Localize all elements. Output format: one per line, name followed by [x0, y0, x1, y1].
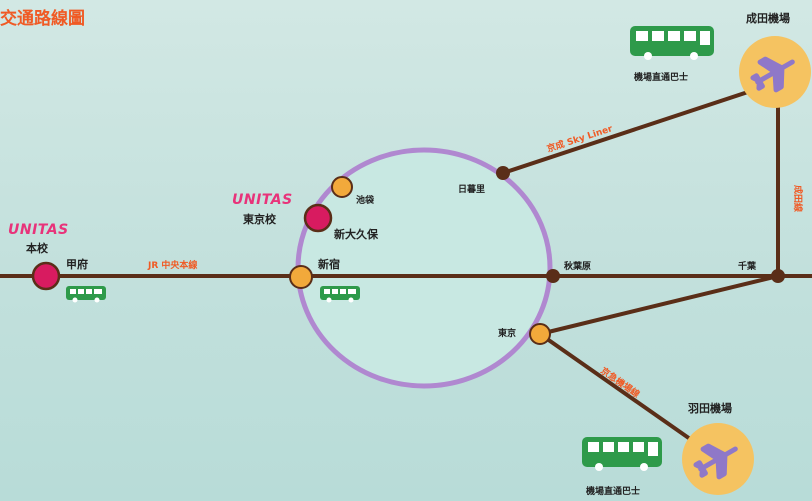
keikyu-label: 京急機場線 [598, 365, 642, 401]
narita-bus-label: 機場直通巴士 [634, 71, 688, 83]
chuo-line-label: JR 中央本線 [147, 259, 197, 271]
station-kofu-label: 甲府 [66, 257, 88, 271]
station-shinjuku-label: 新宿 [318, 257, 340, 271]
station-kofu-marker[interactable] [31, 261, 61, 291]
station-chiba-marker[interactable] [771, 269, 785, 283]
station-nippori-marker[interactable] [496, 166, 510, 180]
station-ikebukuro-label: 池袋 [356, 194, 375, 206]
airplane-icon-narita [750, 56, 795, 93]
bus-icon-kofu [66, 286, 106, 303]
unitas-logo-main: UNITAS [8, 222, 69, 238]
bus-icon-haneda [582, 437, 662, 471]
station-akihabara-marker[interactable] [546, 269, 560, 283]
campus-tokyo-label: 東京校 [243, 212, 277, 226]
station-tokyo-label: 東京 [498, 327, 516, 339]
station-shin-okubo-label: 新大久保 [334, 227, 379, 241]
haneda-airport-label: 羽田機場 [688, 401, 732, 415]
narita-airport-label: 成田機場 [746, 11, 790, 25]
station-shinjuku-marker[interactable] [289, 265, 313, 289]
station-ikebukuro-marker[interactable] [331, 176, 353, 198]
airplane-icon-haneda [693, 443, 738, 480]
haneda-bus-label: 機場直通巴士 [586, 485, 640, 497]
station-nippori-label: 日暮里 [458, 183, 485, 195]
campus-main-label: 本校 [26, 241, 49, 255]
narita-line-label: 成田線 [792, 185, 804, 212]
station-chiba-label: 千葉 [738, 260, 757, 272]
unitas-logo-tokyo: UNITAS [232, 192, 293, 208]
map-title: 交通路線圖 [0, 8, 85, 29]
bus-icon-narita [630, 26, 714, 60]
skyliner-line [501, 80, 780, 175]
tokyo-chiba-line [538, 274, 780, 336]
rail-lines [0, 80, 812, 457]
station-akihabara-label: 秋葉原 [563, 260, 591, 272]
bus-icon-shinjuku [320, 286, 360, 303]
keikyu-line [538, 332, 715, 457]
station-tokyo-marker[interactable] [529, 323, 551, 345]
station-shin-okubo-marker[interactable] [303, 203, 333, 233]
